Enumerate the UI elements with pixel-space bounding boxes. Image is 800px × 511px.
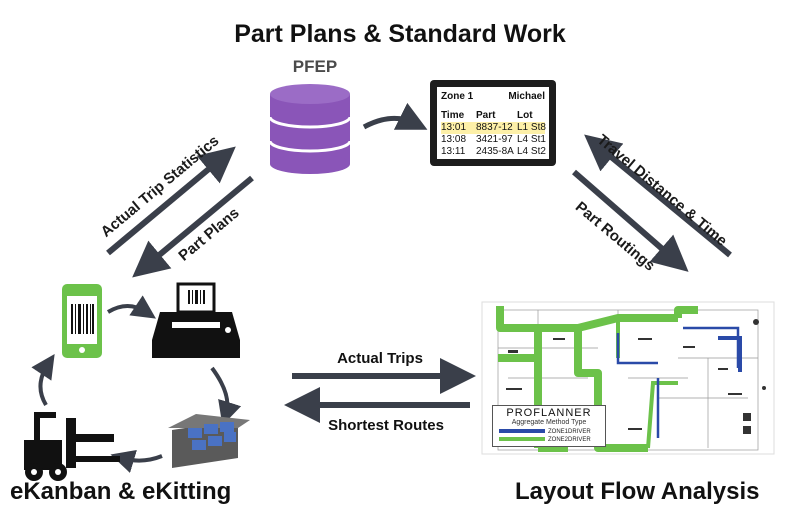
printer-icon — [152, 282, 240, 358]
planner-legend: PROFLANNER Aggregate Method Type ZONE1DR… — [492, 405, 606, 447]
legend-swatch-blue — [499, 429, 545, 434]
arrow-actual-trip-statistics — [106, 146, 236, 256]
col-lot: Lot — [517, 110, 533, 121]
legend-row-zone2: ZONE2DRIVER — [499, 437, 591, 443]
cell-lot: L4 St1 — [517, 134, 546, 145]
arrow-travel-distance — [584, 134, 732, 258]
cell-time: 13:11 — [441, 146, 466, 157]
tablet-screen: Zone 1 Michael Time Part Lot 13:01 8837-… — [437, 87, 549, 159]
ekanban-title: eKanban & eKitting — [10, 478, 232, 505]
col-part: Part — [476, 110, 496, 121]
database-icon — [268, 84, 352, 174]
table-row: 13:01 8837-12 L1 St8 — [441, 122, 546, 134]
cell-time: 13:08 — [441, 134, 467, 145]
arrow-part-plans — [132, 175, 254, 278]
cell-lot: L1 St8 — [517, 122, 546, 133]
cell-part: 8837-12 — [476, 122, 513, 133]
col-time: Time — [441, 110, 465, 121]
parts-crate-icon — [168, 414, 250, 468]
phone-icon — [62, 284, 102, 358]
cell-time: 13:01 — [441, 122, 467, 133]
top-title: Part Plans & Standard Work — [234, 20, 566, 48]
arrow-pfep-to-tablet — [362, 102, 428, 130]
cell-part: 2435-8A — [476, 146, 514, 157]
legend-subtitle: Aggregate Method Type — [511, 419, 587, 426]
arrow-forklift-to-phone — [31, 354, 55, 407]
legend-label: ZONE2DRIVER — [548, 437, 591, 443]
label-actual-trips: Actual Trips — [337, 350, 423, 367]
legend-label: ZONE1DRIVER — [548, 429, 591, 435]
label-shortest-routes: Shortest Routes — [328, 417, 444, 434]
legend-row-zone1: ZONE1DRIVER — [499, 429, 591, 435]
arrow-part-routings — [572, 169, 689, 272]
arrow-printer-to-crate — [210, 366, 242, 426]
tablet-zone: Zone 1 — [441, 91, 474, 102]
table-row: 13:11 2435-8A L4 St2 — [441, 146, 546, 158]
forklift-icon — [24, 412, 120, 481]
tablet-device: Zone 1 Michael Time Part Lot 13:01 8837-… — [430, 80, 556, 166]
table-row: 13:08 3421-97 L4 St1 — [441, 134, 546, 146]
pfep-label: PFEP — [292, 57, 338, 76]
cell-part: 3421-97 — [476, 134, 513, 145]
tablet-header-row: Zone 1 Michael — [441, 91, 545, 103]
tablet-column-headers: Time Part Lot — [441, 110, 545, 122]
cell-lot: L4 St2 — [517, 146, 546, 157]
tablet-user: Michael — [508, 91, 545, 102]
legend-title: PROFLANNER — [506, 407, 592, 419]
arrow-phone-to-printer — [106, 295, 156, 319]
arrow-crate-to-forklift — [110, 449, 163, 473]
legend-swatch-green — [499, 437, 545, 442]
layout-flow-title: Layout Flow Analysis — [515, 478, 760, 505]
